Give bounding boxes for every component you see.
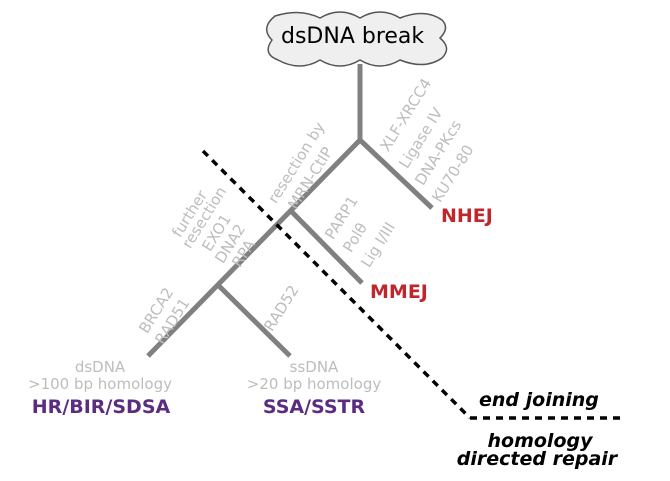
dsdna-break-label: dsDNA break [281, 24, 425, 49]
hdr-label-line2: directed repair [456, 448, 618, 470]
hr-homology-type: dsDNA [74, 358, 126, 376]
branch-mmej [289, 209, 364, 285]
branch-resection [146, 138, 362, 358]
ssa-homology-type: ssDNA [289, 358, 339, 376]
end-joining-label: end joining [479, 389, 599, 411]
ssa-homology-length: >20 bp homology [246, 375, 382, 393]
branch-ssa [216, 283, 292, 358]
hdr-label-line1: homology [487, 430, 593, 452]
pathway-ssa-sstr: SSA/SSTR [262, 396, 366, 418]
pathway-mmej: MMEJ [370, 281, 428, 303]
dsdna-break-cloud [266, 11, 448, 67]
divider-diagonal [201, 149, 472, 420]
hr-homology-length: >100 bp homology [28, 375, 172, 393]
pathway-nhej: NHEJ [441, 205, 493, 227]
pathway-hr-bir-sdsa: HR/BIR/SDSA [31, 396, 171, 418]
branch-nhej [358, 138, 434, 210]
